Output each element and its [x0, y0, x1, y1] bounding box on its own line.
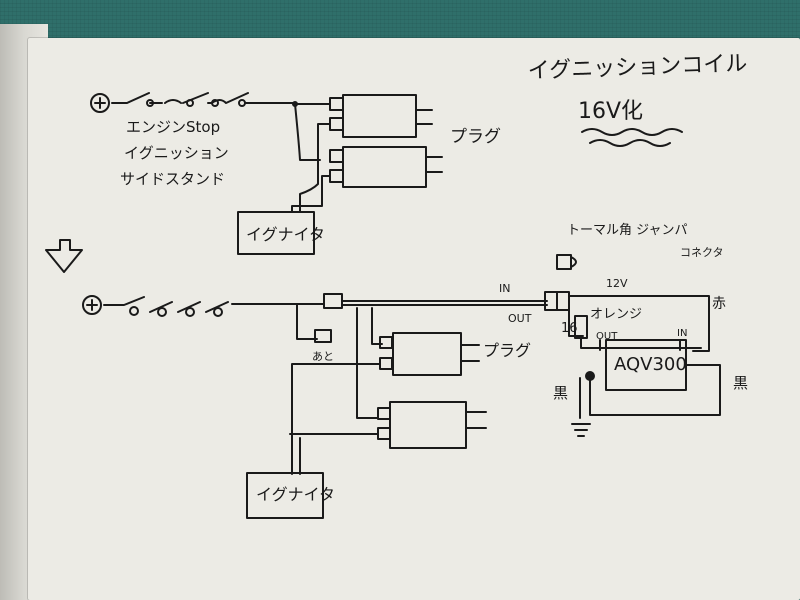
ignition-coil-1-top	[342, 94, 417, 138]
title-line-1: イグニッションコイル	[527, 51, 747, 84]
switch-chain-top	[111, 92, 249, 104]
notebook-page	[28, 38, 800, 600]
jumper-connector-symbol	[556, 254, 572, 270]
red-label: 赤	[712, 296, 726, 312]
in-label: IN	[499, 282, 510, 295]
aqv300-label: AQV300	[614, 354, 687, 375]
connector-note-line2: コネクタ	[680, 246, 724, 259]
fuse-box-bottom	[323, 293, 343, 309]
battery-plus-icon-bottom	[82, 295, 102, 315]
battery-plus-icon-top	[90, 93, 110, 113]
connector-note-line1: トーマル角 ジャンパ	[567, 223, 687, 238]
v12-label: 12V	[606, 277, 628, 290]
ground-symbol	[571, 423, 591, 437]
title-line-2: 16V化	[578, 99, 643, 124]
igniter-box-bottom	[246, 472, 324, 519]
ignition-coil-2-top	[342, 146, 427, 188]
before-label-1: エンジンStop	[126, 118, 220, 136]
ignition-coil-1-bottom	[392, 332, 462, 376]
title-underline-wave-2	[589, 139, 671, 147]
in2-label: IN	[677, 328, 687, 339]
orange-label: オレンジ	[590, 307, 642, 322]
out2-label: OUT	[596, 331, 618, 342]
plug-label-top: プラグ	[450, 127, 501, 147]
igniter-box-top	[237, 211, 315, 255]
black-right-label: 黒	[733, 374, 748, 392]
plug-label-bottom: プラグ	[483, 341, 531, 360]
down-arrow-icon	[45, 239, 83, 273]
black-left-label: 黒	[553, 384, 568, 402]
out-label: OUT	[508, 312, 532, 325]
title-underline-wave-1	[581, 128, 683, 136]
ignition-coil-2-bottom	[389, 401, 467, 449]
small-left-label: あと	[312, 350, 334, 363]
switch-chain-bottom	[103, 296, 325, 313]
v16-label: 16	[561, 321, 578, 336]
before-label-2: イグニッション	[124, 144, 229, 162]
igniter-label-bottom: イグナイタ	[256, 485, 335, 504]
before-label-3: サイドスタンド	[120, 170, 225, 188]
igniter-label-top: イグナイタ	[246, 225, 325, 244]
